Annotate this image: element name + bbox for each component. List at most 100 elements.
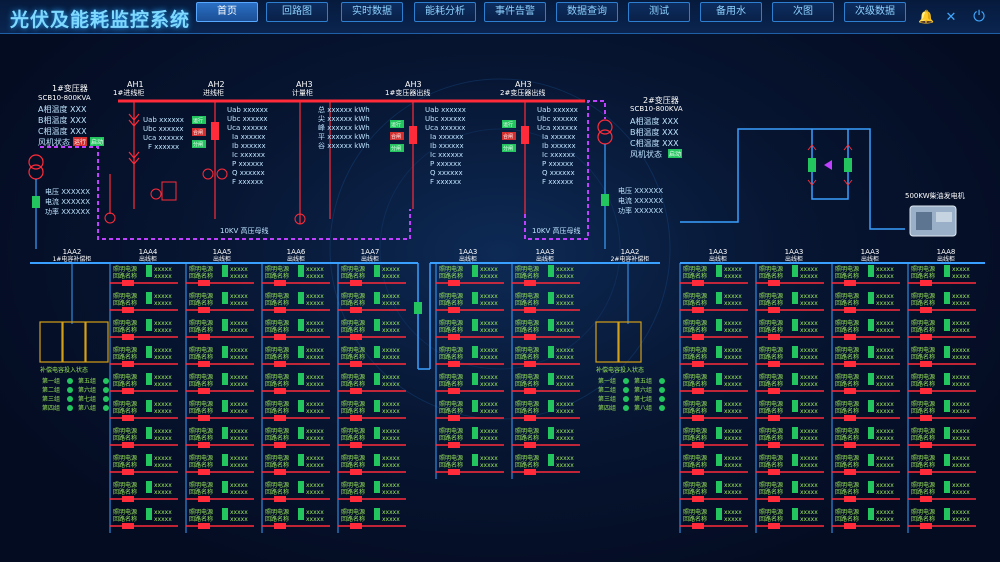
nav-energy[interactable]: 能耗分析	[414, 2, 476, 22]
power-icon[interactable]: ⏻	[973, 8, 985, 25]
fullscreen-icon[interactable]: ✕	[945, 9, 957, 24]
nav-circuit[interactable]: 回路图	[266, 2, 328, 22]
bell-icon[interactable]: 🔔	[918, 9, 935, 24]
nav-realtime[interactable]: 实时数据	[341, 2, 403, 22]
nav-home[interactable]: 首页	[196, 2, 258, 22]
nav-backup-water[interactable]: 备用水	[700, 2, 762, 22]
nav-test[interactable]: 测试	[628, 2, 690, 22]
nav-query[interactable]: 数据查询	[556, 2, 618, 22]
nav-secondary[interactable]: 次图	[772, 2, 834, 22]
nav-alarms[interactable]: 事件告警	[484, 2, 546, 22]
